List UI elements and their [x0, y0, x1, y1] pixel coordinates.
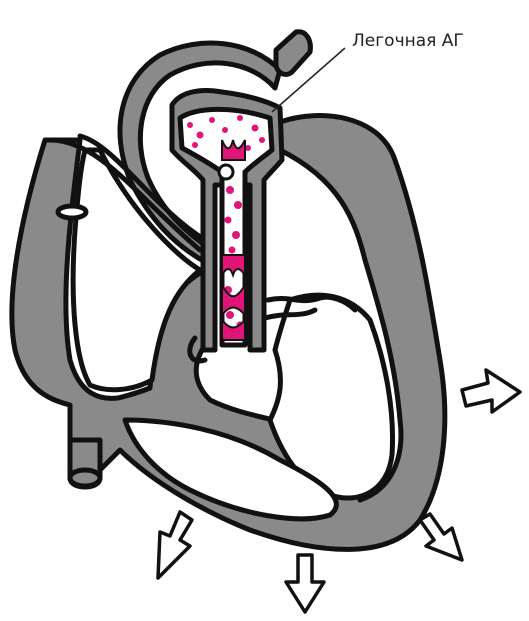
arrow-right: [462, 370, 520, 412]
aorta-opening: [276, 32, 310, 75]
vena-cava-opening: [70, 470, 100, 486]
arrow-bottom-right: [420, 514, 462, 560]
arrow-bottom-left: [158, 512, 192, 578]
pulmonary-ah-label: Легочная АГ: [352, 31, 464, 51]
valve-ring: [219, 165, 233, 179]
vein-opening-oval: [58, 206, 86, 218]
arrow-bottom: [286, 555, 324, 612]
